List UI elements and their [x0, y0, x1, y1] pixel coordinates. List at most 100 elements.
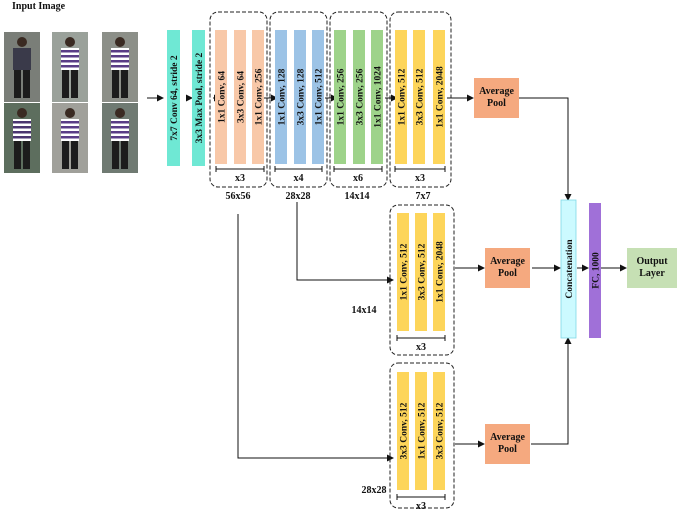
person-head — [17, 37, 27, 47]
branch2-layer-1-bar — [397, 213, 409, 331]
stage2-to-branch2-line — [296, 202, 394, 284]
stage3-size: 14x14 — [345, 191, 370, 202]
person-photo — [4, 32, 40, 102]
stage1-layer-3-bar — [252, 30, 264, 164]
stage1-layer-1-bar — [215, 30, 227, 164]
stage1-layer-2-label: 3x3 Conv, 64 — [237, 71, 247, 123]
person-leg-left — [112, 141, 119, 169]
stage4-size: 7x7 — [416, 191, 431, 202]
person-shirt — [61, 48, 79, 70]
stage3-layer-2-label: 3x3 Conv, 256 — [356, 68, 366, 125]
branch3-layer-2-bar — [415, 372, 427, 490]
branch3-layer-3-label: 3x3 Conv, 512 — [436, 402, 446, 459]
branch3-group — [389, 362, 455, 509]
person-head — [115, 108, 125, 118]
shirt-stripe — [61, 131, 79, 134]
branch3-layer-2-label: 1x1 Conv, 512 — [418, 402, 428, 459]
person-head — [65, 108, 75, 118]
input-image-title: Input Image — [12, 1, 66, 12]
shirt-stripe — [111, 126, 129, 129]
person-leg-right — [71, 70, 78, 98]
person-leg-right — [71, 141, 78, 169]
person-leg-right — [23, 141, 30, 169]
average-pool-1-box — [474, 78, 519, 118]
shirt-stripe — [13, 121, 31, 124]
person-leg-left — [14, 70, 21, 98]
stage2-layer-3-label: 1x1 Conv, 512 — [315, 68, 325, 125]
person-shirt — [13, 48, 31, 70]
pool3-to-concat-line — [531, 337, 572, 445]
stage4-layer-1-bar — [395, 30, 407, 164]
person-photo — [52, 32, 88, 102]
person-photo — [102, 103, 138, 173]
person-leg-left — [62, 70, 69, 98]
person-leg-right — [121, 70, 128, 98]
stem-pool-label: 3x3 Max Pool, stride 2 — [195, 53, 205, 144]
concatenation-bar — [561, 200, 576, 338]
branch3-size: 28x28 — [362, 485, 387, 496]
output-layer-box — [627, 248, 677, 288]
person-shirt — [13, 119, 31, 141]
stage3-group — [329, 11, 388, 188]
shirt-stripe — [111, 60, 129, 63]
stage3-layer-3-label: 1x1 Conv, 1024 — [374, 66, 384, 128]
branch2-layer-1-label: 1x1 Conv, 512 — [400, 243, 410, 300]
person-leg-left — [112, 70, 119, 98]
stage1-layer-2-bar — [234, 30, 246, 164]
stage4-layer-2-bar — [413, 30, 425, 164]
person-head — [65, 37, 75, 47]
shirt-stripe — [61, 60, 79, 63]
fully-connected-label: FC, 1000 — [592, 252, 602, 289]
average-pool-2-box — [485, 248, 530, 288]
person-leg-right — [121, 141, 128, 169]
shirt-stripe — [13, 126, 31, 129]
stage1-layer-3-label: 1x1 Conv, 256 — [255, 68, 265, 125]
branch3-layer-1-label: 3x3 Conv, 512 — [400, 402, 410, 459]
shirt-stripe — [111, 55, 129, 58]
shirt-stripe — [111, 131, 129, 134]
shirt-stripe — [111, 65, 129, 68]
shirt-stripe — [61, 136, 79, 139]
branch3-layer-1-bar — [397, 372, 409, 490]
stage3-layer-2-bar — [353, 30, 365, 164]
fully-connected-bar — [589, 203, 601, 338]
shirt-stripe — [111, 50, 129, 53]
person-shirt — [111, 48, 129, 70]
shirt-stripe — [61, 50, 79, 53]
stage1-repeat-label: x3 — [235, 173, 245, 184]
concatenation-label: Concatenation — [565, 239, 575, 299]
stem-conv-label: 7x7 Conv 64, stride 2 — [170, 55, 180, 140]
stage4-layer-2-label: 3x3 Conv, 512 — [416, 68, 426, 125]
stage1-size: 56x56 — [226, 191, 251, 202]
stage2-layer-2-label: 3x3 Conv, 128 — [297, 68, 307, 125]
shirt-stripe — [111, 121, 129, 124]
shirt-stripe — [61, 121, 79, 124]
stage4-layer-1-label: 1x1 Conv, 512 — [398, 68, 408, 125]
shirt-stripe — [61, 65, 79, 68]
stage2-layer-1-bar — [275, 30, 287, 164]
person-head — [115, 37, 125, 47]
person-shirt — [111, 119, 129, 141]
person-leg-left — [62, 141, 69, 169]
stem-conv-bar — [167, 30, 180, 166]
branch2-size: 14x14 — [352, 305, 377, 316]
stage2-group — [269, 11, 328, 188]
branch2-layer-3-bar — [433, 213, 445, 331]
stage4-repeat-label: x3 — [415, 173, 425, 184]
person-shirt — [61, 119, 79, 141]
stage1-layer-1-label: 1x1 Conv, 64 — [218, 71, 228, 123]
stage2-size: 28x28 — [286, 191, 311, 202]
stage3-layer-1-bar — [334, 30, 346, 164]
average-pool-3-box — [485, 424, 530, 464]
stage2-layer-1-label: 1x1 Conv, 128 — [278, 68, 288, 125]
stem-pool-bar — [192, 30, 205, 166]
concatenation-outline — [560, 199, 577, 339]
stage1-to-branch3-line — [237, 214, 394, 462]
stage4-layer-3-label: 1x1 Conv, 2048 — [436, 66, 446, 128]
